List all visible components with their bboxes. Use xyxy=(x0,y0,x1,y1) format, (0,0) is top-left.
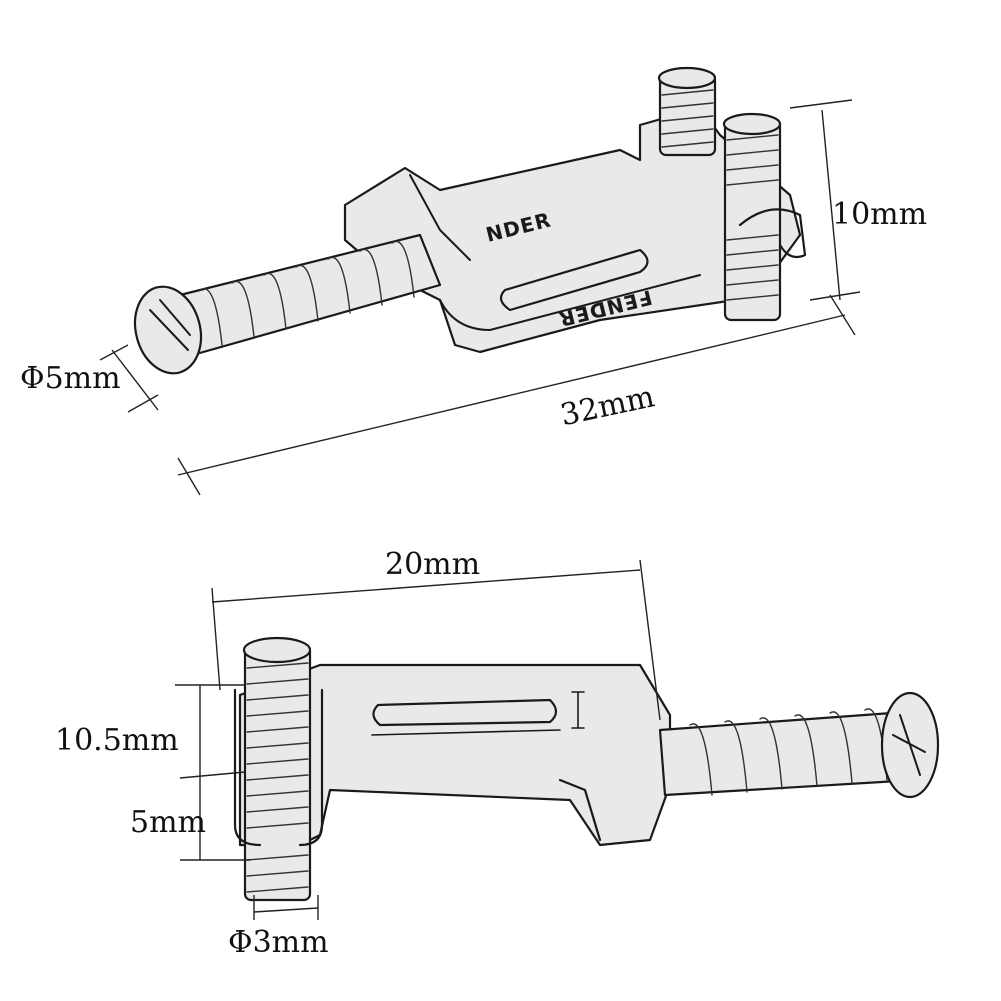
top-saddle: NDER FENDER xyxy=(133,66,807,375)
top-height-screw-right xyxy=(722,112,807,322)
top-saddle-slot xyxy=(499,248,649,312)
bottom-saddle xyxy=(233,636,940,902)
top-saddle-fold xyxy=(439,274,701,331)
top-saddle-fold-edge xyxy=(409,174,471,261)
bottom-saddle-slot xyxy=(372,698,558,727)
top-height-screw-left xyxy=(657,66,717,157)
top-long-screw xyxy=(133,233,442,375)
label-upper-height: 10.5mm xyxy=(55,723,179,758)
bottom-long-screw xyxy=(658,691,940,799)
label-post-diameter: Φ3mm xyxy=(228,925,329,960)
label-height: 10mm xyxy=(832,197,928,232)
bottom-dimension-lines xyxy=(175,559,661,920)
bottom-post-screw xyxy=(233,636,324,902)
top-dimension-lines xyxy=(99,99,861,496)
label-lower-height: 5mm xyxy=(130,805,206,840)
label-screw-diameter: Φ5mm xyxy=(20,361,121,396)
label-plate-width: 20mm xyxy=(385,547,481,582)
